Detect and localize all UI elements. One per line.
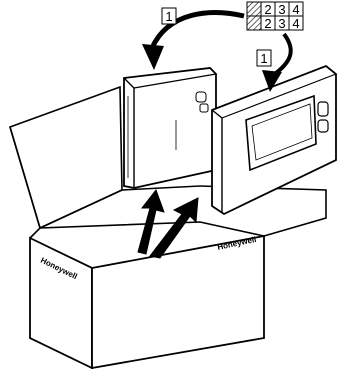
step-label-top: 1: [165, 9, 172, 24]
curved-arrow-top: [142, 13, 244, 70]
step-callout-top: 1: [162, 8, 176, 24]
grid-cell: 3: [278, 2, 285, 17]
step-callout-right: 1: [257, 50, 271, 66]
step-label-right: 1: [260, 51, 267, 66]
grid-cell: 4: [292, 16, 299, 31]
grid-cell: 3: [278, 16, 285, 31]
grid-cell: 2: [264, 2, 271, 17]
thermostat-back-unit: [124, 68, 216, 188]
grid-cell: 2: [264, 16, 271, 31]
step-grid: 2 3 4 2 3 4: [247, 2, 303, 31]
grid-cell: 4: [292, 2, 299, 17]
box-lid: [10, 87, 122, 228]
